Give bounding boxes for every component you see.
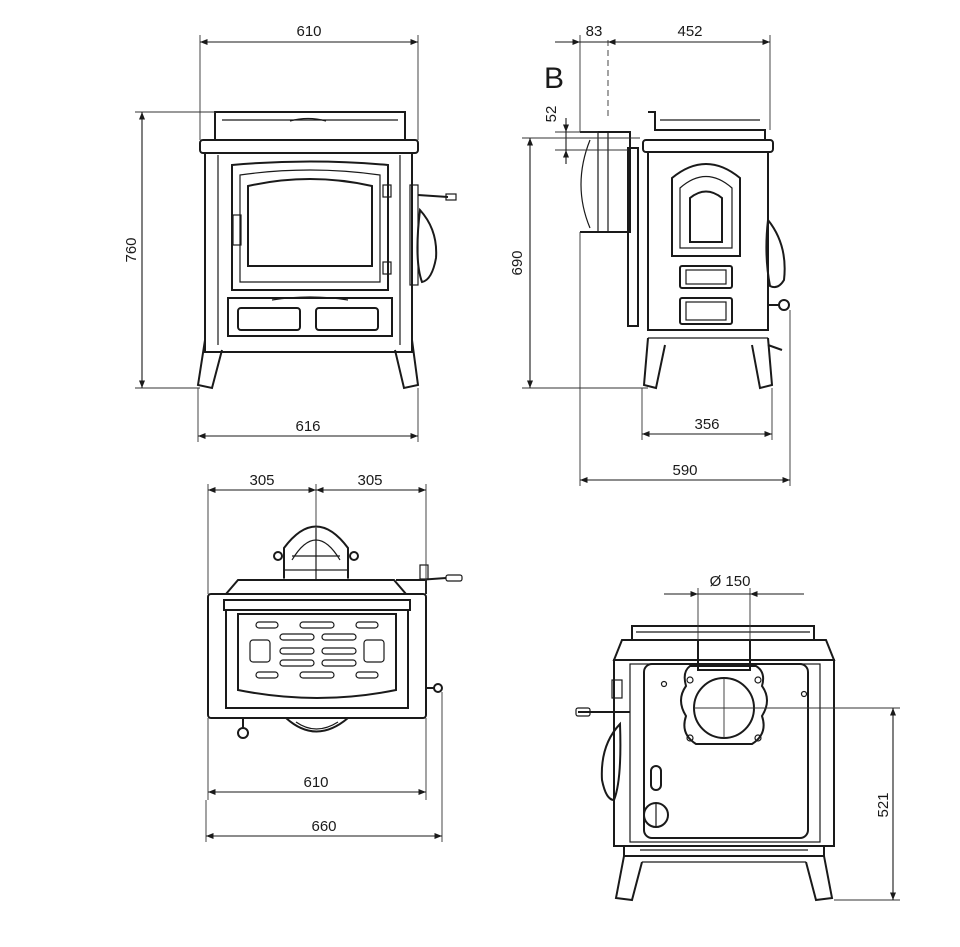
dim-top-width: 610 — [303, 774, 328, 791]
dim-front-height: 760 — [123, 237, 140, 262]
dim-side-depth-base: 356 — [694, 416, 719, 433]
top-dimensions: 305 305 610 660 — [205, 472, 443, 842]
dim-flue-diameter: Ø 150 — [710, 573, 751, 590]
dim-side-depth-total: 590 — [672, 462, 697, 479]
dim-front-width-bottom: 616 — [295, 418, 320, 435]
dim-top-half-right: 305 — [357, 472, 382, 489]
dim-side-flue-height: 52 — [543, 106, 560, 123]
rear-dimensions: Ø 150 521 — [664, 573, 900, 901]
section-label-b: B — [544, 62, 564, 95]
dim-side-depth-top: 452 — [677, 23, 702, 40]
dim-top-width-total: 660 — [311, 818, 336, 835]
side-view — [580, 40, 790, 390]
dim-side-offset: 83 — [586, 23, 603, 40]
dim-front-width-top: 610 — [296, 23, 321, 40]
dim-side-height: 690 — [509, 250, 526, 275]
dim-top-half-left: 305 — [249, 472, 274, 489]
front-view — [196, 111, 457, 390]
top-view — [207, 525, 463, 739]
side-dimensions: B 83 452 52 690 356 590 — [509, 23, 791, 486]
dim-flue-center-height: 521 — [875, 792, 892, 817]
rear-view — [575, 625, 836, 902]
front-dimensions: 610 760 616 — [123, 23, 419, 442]
